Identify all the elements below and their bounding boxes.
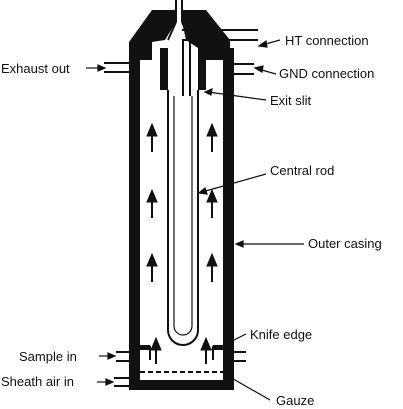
label-ht-connection: HT connection xyxy=(285,33,369,48)
flow-arrow-up-icon xyxy=(146,188,158,218)
flow-arrows xyxy=(146,122,218,364)
label-gauze: Gauze xyxy=(276,393,314,408)
outer-casing xyxy=(129,60,234,390)
label-central-rod: Central rod xyxy=(270,163,334,178)
flow-arrow-up-icon xyxy=(206,188,218,218)
exhaust-leader-arrow-icon xyxy=(86,64,107,72)
knife-edge-leader-arrow-icon xyxy=(221,333,247,347)
gnd-leader-arrow-icon xyxy=(253,65,277,75)
label-sample-in: Sample in xyxy=(19,349,77,364)
sheath-air-tube xyxy=(114,377,129,387)
flow-arrow-up-icon xyxy=(206,122,218,152)
exit-slit-leader-arrow-icon xyxy=(203,88,267,101)
label-exhaust-out: Exhaust out xyxy=(1,61,70,76)
gauze-leader-arrow-icon xyxy=(223,373,271,401)
flow-arrow-up-icon xyxy=(206,252,218,282)
sample-in-tube xyxy=(116,351,246,362)
label-knife-edge: Knife edge xyxy=(250,327,312,342)
exhaust-out-tube xyxy=(104,62,129,73)
flow-arrow-up-icon xyxy=(146,122,158,152)
sample-in-leader-arrow-icon xyxy=(99,352,117,360)
ht-leader-arrow-icon xyxy=(257,39,281,48)
flow-arrow-up-icon xyxy=(146,252,158,282)
flow-arrow-up-icon xyxy=(150,336,162,364)
knife-edges xyxy=(140,345,223,360)
flow-arrow-up-icon xyxy=(200,336,212,364)
central-rod xyxy=(167,90,199,346)
label-outer-casing: Outer casing xyxy=(308,236,382,251)
ht-leads xyxy=(167,0,258,41)
exit-slit-block xyxy=(160,40,234,96)
central-rod-leader-arrow-icon xyxy=(197,173,267,195)
label-gnd-connection: GND connection xyxy=(279,66,374,81)
label-exit-slit: Exit slit xyxy=(270,93,312,108)
gnd-connection-tube xyxy=(234,63,254,75)
leader-arrows xyxy=(86,39,304,401)
outer-casing-leader-arrow-icon xyxy=(234,240,304,248)
sheath-air-leader-arrow-icon xyxy=(97,378,115,386)
label-sheath-air-in: Sheath air in xyxy=(1,374,74,389)
